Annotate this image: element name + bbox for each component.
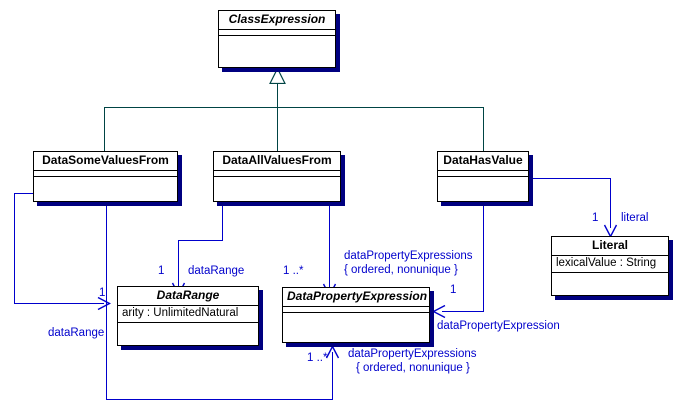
class-operations-literal bbox=[552, 273, 668, 283]
generalization-riser-datahasvalue bbox=[483, 107, 484, 151]
class-operations-data-all-values-from bbox=[214, 177, 340, 187]
assoc-datasomevaluesfrom-datarange-left bbox=[14, 193, 15, 303]
class-name-data-all-values-from: DataAllValuesFrom bbox=[214, 152, 340, 171]
assoc-datahasvalue-literal-vertical bbox=[610, 178, 611, 228]
class-operations-data-range bbox=[118, 323, 258, 333]
class-operations-data-some-values-from bbox=[34, 177, 177, 187]
class-name-data-range: DataRange bbox=[118, 287, 258, 306]
class-attribute-lexical-value: lexicalValue : String bbox=[552, 256, 668, 273]
class-attributes-data-property-expression bbox=[283, 307, 429, 313]
assoc-arrowhead-dpe-bottom-icon bbox=[325, 345, 340, 359]
class-attributes-data-some-values-from bbox=[34, 171, 177, 177]
datarange-role-label-center: dataRange bbox=[188, 265, 245, 277]
dpe-role-label-top: dataPropertyExpressions bbox=[344, 250, 473, 262]
dpe-constraint-label-bottom: { ordered, nonunique } bbox=[356, 362, 470, 374]
generalization-riser-dataallvaluesfrom bbox=[277, 107, 278, 151]
assoc-datahasvalue-literal-horizontal bbox=[532, 178, 611, 179]
class-box-data-some-values-from[interactable]: DataSomeValuesFrom bbox=[33, 151, 178, 202]
assoc-arrowhead-dpe-right-icon bbox=[432, 304, 446, 319]
generalization-bus bbox=[104, 107, 484, 108]
class-operations-data-property-expression bbox=[283, 313, 429, 323]
class-attributes-data-has-value bbox=[438, 171, 528, 177]
class-box-data-all-values-from[interactable]: DataAllValuesFrom bbox=[213, 151, 341, 202]
datarange-multiplicity-label-left: 1 bbox=[99, 287, 106, 299]
class-name-data-property-expression: DataPropertyExpression bbox=[283, 288, 429, 307]
assoc-dataallvaluesfrom-datarange-horizontal bbox=[178, 240, 223, 241]
class-name-data-some-values-from: DataSomeValuesFrom bbox=[34, 152, 177, 171]
dpe-multiplicity-label-right: 1 bbox=[450, 284, 457, 296]
assoc-datasomevaluesfrom-datarange-bottom bbox=[14, 303, 104, 304]
class-attributes-class-expression bbox=[219, 30, 335, 36]
literal-multiplicity-label: 1 bbox=[592, 212, 599, 224]
assoc-dataallvaluesfrom-dpe-vertical bbox=[329, 206, 330, 288]
generalization-riser-datasomevaluesfrom bbox=[104, 107, 105, 151]
generalization-riser-classexpression bbox=[277, 83, 278, 107]
dpe-constraint-label-top: { ordered, nonunique } bbox=[344, 264, 458, 276]
class-operations-class-expression bbox=[219, 36, 335, 46]
assoc-datasomevaluesfrom-dpe-bottom bbox=[106, 399, 333, 400]
assoc-dataallvaluesfrom-datarange-riser bbox=[222, 206, 223, 240]
assoc-datahasvalue-dpe-vertical bbox=[483, 206, 484, 311]
datarange-multiplicity-label-center: 1 bbox=[158, 265, 165, 277]
class-box-data-property-expression[interactable]: DataPropertyExpression bbox=[282, 287, 430, 343]
dpe-multiplicity-label-top: 1 ..* bbox=[283, 265, 304, 277]
class-operations-data-has-value bbox=[438, 177, 528, 187]
class-name-literal: Literal bbox=[552, 237, 668, 256]
class-box-data-has-value[interactable]: DataHasValue bbox=[437, 151, 529, 202]
generalization-arrowhead-icon bbox=[269, 68, 286, 84]
class-attributes-data-all-values-from bbox=[214, 171, 340, 177]
dpe-multiplicity-label-bottom: 1 ..* bbox=[307, 352, 328, 364]
assoc-dataallvaluesfrom-datarange-vertical bbox=[178, 240, 179, 286]
class-name-data-has-value: DataHasValue bbox=[438, 152, 528, 171]
class-box-data-range[interactable]: DataRange arity : UnlimitedNatural bbox=[117, 286, 259, 346]
assoc-datasomevaluesfrom-dpe-riser bbox=[332, 352, 333, 400]
dpe-role-label-bottom: dataPropertyExpressions bbox=[348, 348, 477, 360]
assoc-arrowhead-datarange-left-icon bbox=[97, 296, 111, 311]
dpe-role-label-right: dataPropertyExpression bbox=[437, 320, 560, 332]
class-name-class-expression: ClassExpression bbox=[219, 11, 335, 30]
class-box-class-expression[interactable]: ClassExpression bbox=[218, 10, 336, 68]
class-box-literal[interactable]: Literal lexicalValue : String bbox=[551, 236, 669, 296]
class-attribute-arity: arity : UnlimitedNatural bbox=[118, 306, 258, 323]
assoc-datahasvalue-dpe-horizontal bbox=[442, 311, 484, 312]
datarange-role-label-left: dataRange bbox=[48, 327, 105, 339]
literal-role-label: literal bbox=[621, 212, 649, 224]
